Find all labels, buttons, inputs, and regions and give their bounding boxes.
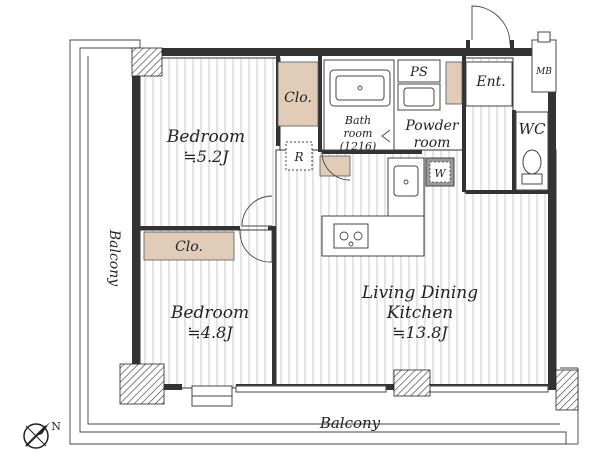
balcony-bottom-label: Balcony — [319, 414, 381, 432]
closet-bottom-label: Clo. — [175, 239, 203, 255]
entry-door-swing — [471, 5, 511, 45]
bedroom-bottom-size: ≒4.8J — [187, 323, 234, 342]
closets: Clo. Clo. — [143, 61, 463, 261]
closet-bottom — [143, 231, 235, 261]
entrance: Ent. — [465, 5, 514, 107]
closet-top — [277, 61, 319, 127]
wc-label: WC — [519, 120, 546, 138]
sink-icon — [393, 165, 419, 197]
ldk-size: ≒13.8J — [392, 323, 449, 342]
compass-north-label: N — [51, 420, 61, 433]
refrigerator-box — [285, 141, 313, 171]
closet-ldk-nook — [319, 155, 351, 177]
ps-label: PS — [409, 65, 428, 80]
room-labels: Bedroom ≒5.2J Bedroom ≒4.8J Living Dinin… — [166, 127, 478, 342]
closet-ent — [445, 61, 463, 105]
ps-shaft: PS — [397, 59, 441, 83]
ldk-name-line1: Living Dining — [361, 283, 478, 303]
windows — [191, 385, 549, 407]
bath-line2: room — [344, 127, 373, 140]
powder-line2: room — [414, 135, 451, 151]
kitchen: R — [285, 141, 425, 257]
bedroom-bottom-name: Bedroom — [170, 303, 249, 323]
balcony-left-label: Balcony — [106, 229, 122, 287]
bedroom-top-floor — [139, 57, 281, 231]
door-swings — [239, 151, 351, 263]
bath-line3: (1216) — [340, 140, 377, 153]
pillars — [119, 47, 579, 411]
mb-box: MB — [531, 31, 557, 93]
bath-room: Bath room (1216) — [323, 59, 395, 153]
toilet-icon — [522, 149, 542, 175]
powder-line1: Powder — [404, 118, 460, 134]
refrigerator-label: R — [293, 150, 303, 164]
compass-icon: N — [23, 420, 61, 449]
washer-label: W — [434, 167, 447, 180]
stove-icon — [333, 223, 369, 249]
powder-room: Powder room W — [381, 83, 460, 187]
closet-top-label: Clo. — [284, 90, 312, 106]
mb-label: MB — [535, 67, 552, 77]
bedroom-top-size: ≒5.2J — [183, 147, 230, 166]
wc-room: WC — [515, 111, 549, 191]
bedroom-top-name: Bedroom — [166, 127, 245, 147]
entrance-label: Ent. — [475, 74, 505, 90]
bath-line1: Bath — [344, 114, 371, 127]
ldk-name-line2: Kitchen — [386, 303, 453, 323]
